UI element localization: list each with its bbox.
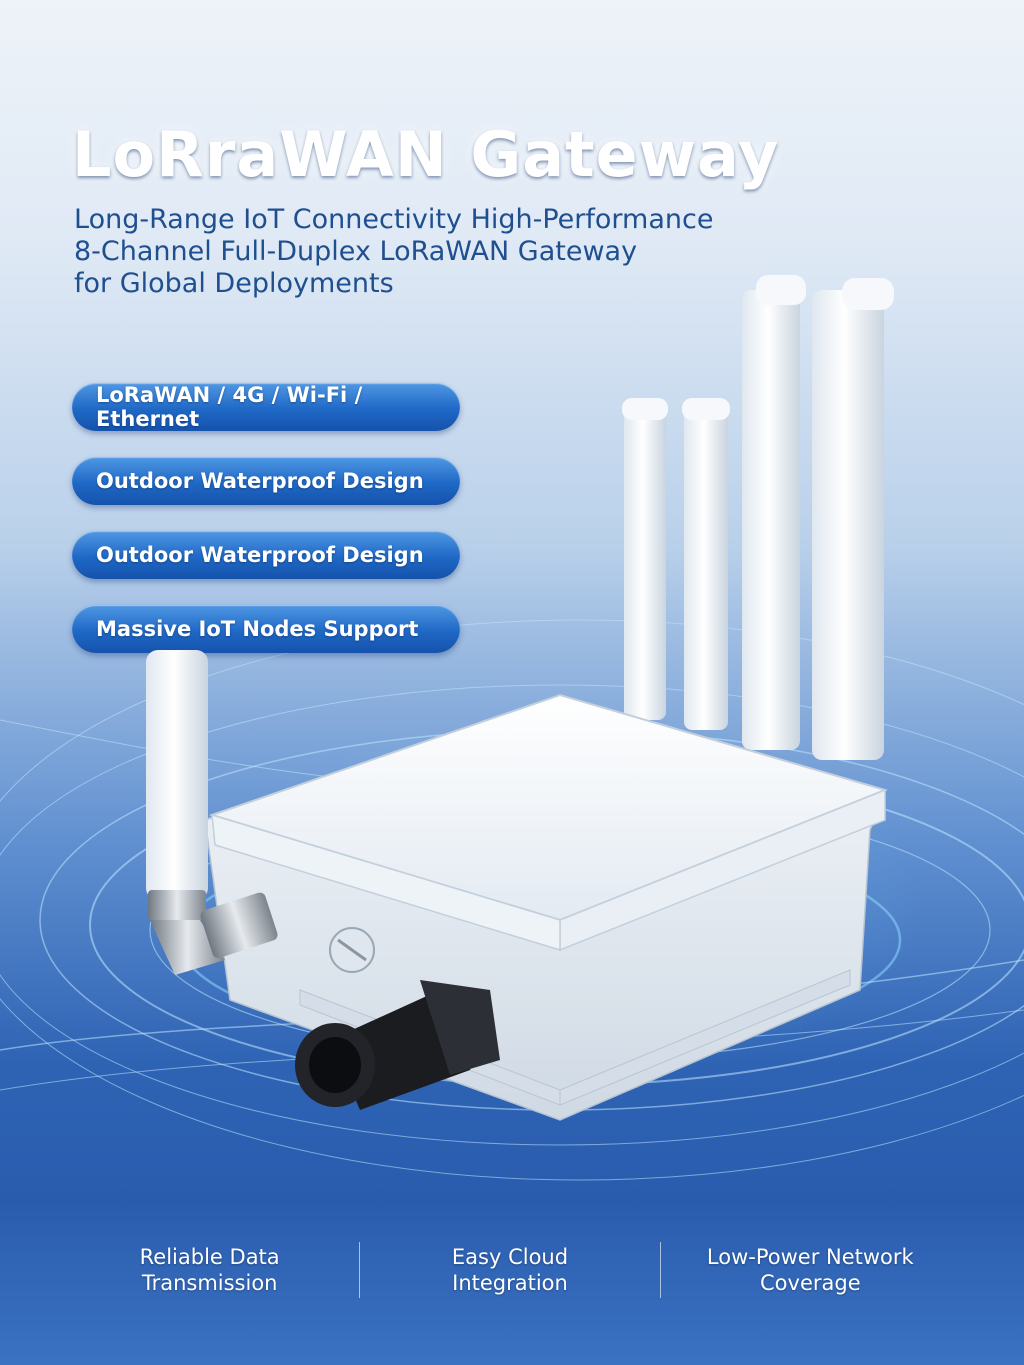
- feature-pill-waterproof-2: Outdoor Waterproof Design: [72, 531, 460, 579]
- divider: [659, 1242, 661, 1298]
- divider: [359, 1242, 361, 1298]
- benefit-line: Low-Power Network: [706, 1245, 914, 1269]
- benefit-line: Reliable Data: [139, 1245, 280, 1269]
- subtitle: Long-Range IoT Connectivity High-Perform…: [74, 204, 713, 300]
- benefit-coverage: Low-Power Network Coverage: [661, 1240, 960, 1300]
- benefit-cloud: Easy Cloud Integration: [360, 1240, 659, 1300]
- rf-connector: [200, 892, 278, 959]
- benefit-reliable: Reliable Data Transmission: [60, 1240, 359, 1300]
- subtitle-line: Long-Range IoT Connectivity High-Perform…: [74, 204, 714, 235]
- cable-gland: [295, 980, 500, 1110]
- benefit-line: Easy Cloud: [451, 1245, 569, 1269]
- feature-pill-connectivity: LoRaWAN / 4G / Wi-Fi / Ethernet: [72, 383, 460, 431]
- benefit-line: Transmission: [141, 1271, 278, 1295]
- subtitle-line: 8-Channel Full-Duplex LoRaWAN Gateway: [74, 236, 638, 267]
- subtitle-line: for Global Deployments: [74, 268, 394, 299]
- feature-pill-waterproof: Outdoor Waterproof Design: [72, 457, 460, 505]
- benefit-line: Integration: [452, 1271, 568, 1295]
- feature-list: LoRaWAN / 4G / Wi-Fi / Ethernet Outdoor …: [72, 383, 460, 679]
- feature-pill-nodes: Massive IoT Nodes Support: [72, 605, 460, 653]
- page-title: LoRraWAN Gateway: [72, 118, 780, 191]
- benefit-line: Coverage: [760, 1271, 861, 1295]
- antenna: [622, 275, 894, 760]
- bottom-benefits: Reliable Data Transmission Easy Cloud In…: [60, 1240, 960, 1300]
